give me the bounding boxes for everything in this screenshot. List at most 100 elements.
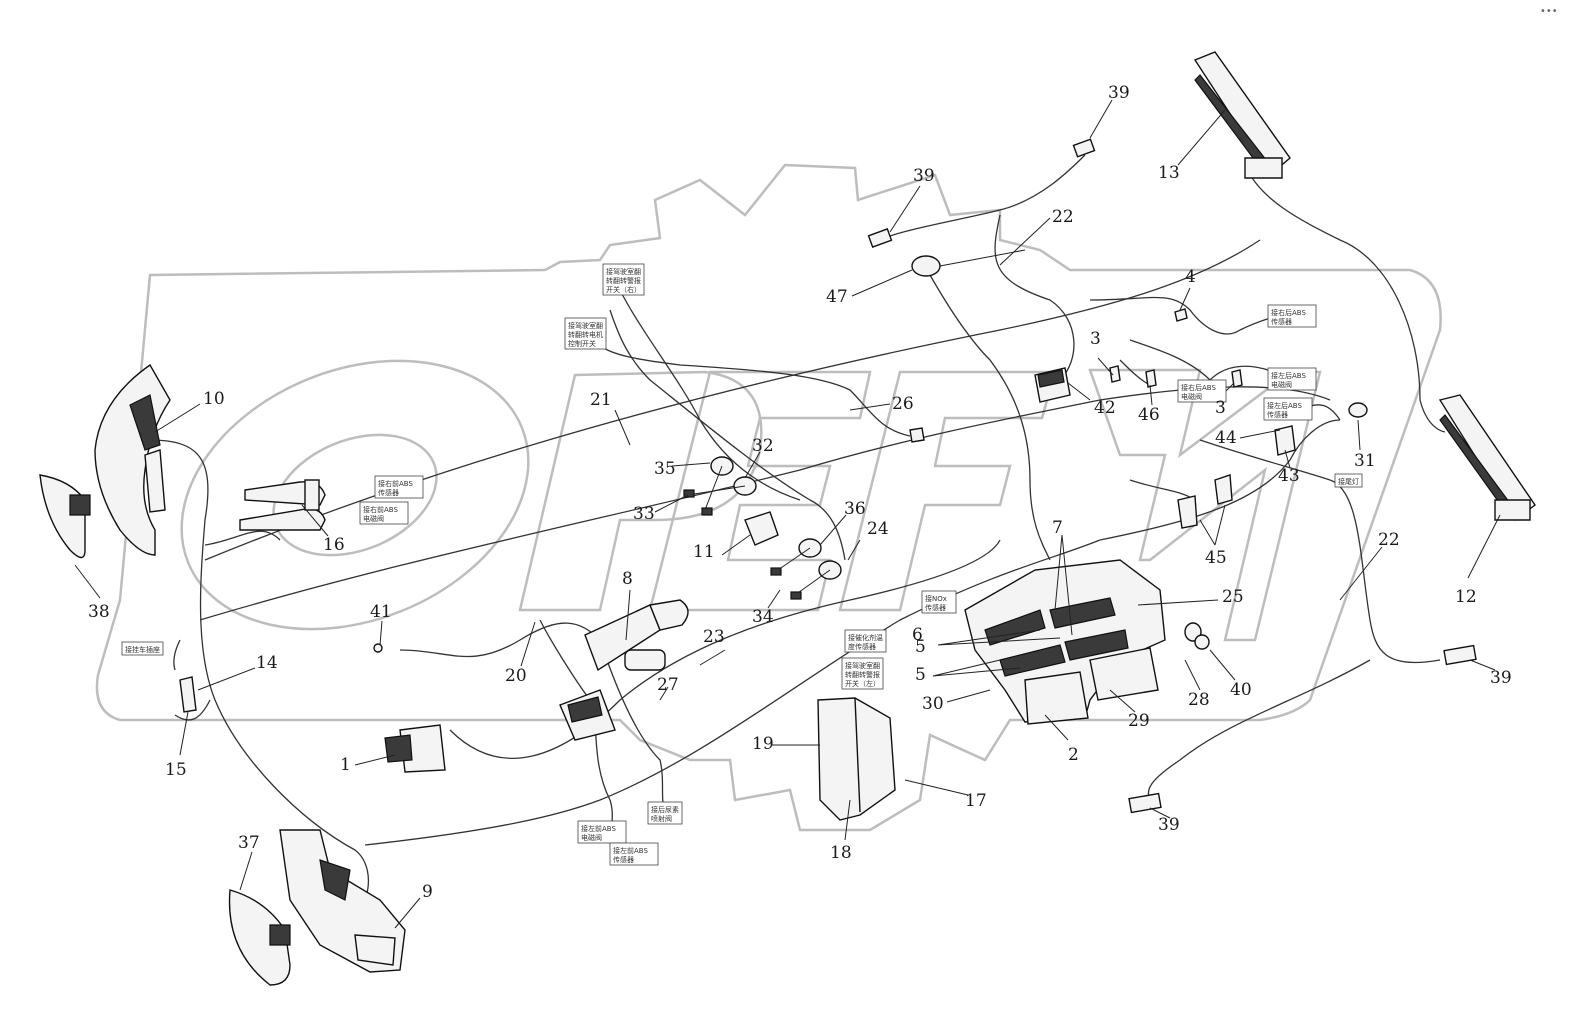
- part-label-1: 1: [340, 755, 351, 775]
- part-label-4: 4: [1185, 267, 1196, 287]
- connector-block: [1034, 367, 1071, 403]
- part-label-33: 33: [633, 504, 655, 524]
- text-tags: 接驾驶室翻转翻转警报开关（右）接驾驶室翻转翻转电机控制开关接右后ABS电磁阀接右…: [121, 263, 1363, 866]
- part-label-11: 11: [693, 542, 715, 562]
- air-dryer: [584, 599, 689, 672]
- tag-text: 接左前ABS: [613, 846, 648, 855]
- tag-text: 接尾灯: [1338, 477, 1359, 486]
- harness-wires: [149, 154, 1446, 901]
- part-label-16: 16: [323, 535, 345, 555]
- tag-text: 接驾驶室翻: [606, 267, 641, 276]
- tag-box: [647, 801, 683, 825]
- part-label-29: 29: [1128, 711, 1150, 731]
- part-label-5b: 5: [915, 637, 926, 657]
- part-label-27: 27: [657, 675, 679, 695]
- tag-text: 接NOx: [925, 594, 947, 603]
- tag-text: 转翻转警报: [606, 276, 641, 285]
- part-label-45: 45: [1205, 548, 1227, 568]
- tag-text: 传感器: [1267, 410, 1288, 419]
- part-label-25: 25: [1222, 587, 1244, 607]
- part-label-22a: 22: [1052, 207, 1074, 227]
- part-label-39c: 39: [1490, 668, 1512, 688]
- part-label-20: 20: [505, 666, 527, 686]
- tag-box: [609, 842, 659, 866]
- tag-text: 电磁阀: [363, 514, 384, 523]
- tag-text: 接右前ABS: [363, 505, 398, 514]
- part-label-36: 36: [844, 499, 866, 519]
- part-label-30: 30: [922, 694, 944, 714]
- part-label-37: 37: [238, 833, 260, 853]
- part-label-5a: 5: [915, 665, 926, 685]
- part-label-38: 38: [88, 602, 110, 622]
- tag-box: [1177, 379, 1227, 403]
- tag-box: [1267, 367, 1317, 391]
- part-label-44: 44: [1215, 428, 1237, 448]
- tag-box: [921, 590, 957, 614]
- tag-text: 传感器: [925, 603, 946, 612]
- part-label-19: 19: [752, 734, 774, 754]
- part-label-40: 40: [1230, 680, 1252, 700]
- tag-text: 电磁阀: [1181, 392, 1202, 401]
- tag-t16: 接挂车插座: [121, 641, 164, 656]
- control-module: [559, 689, 616, 741]
- part-label-43: 43: [1278, 466, 1300, 486]
- tag-box: [359, 501, 409, 525]
- part-label-47: 47: [826, 287, 848, 307]
- part-label-32: 32: [752, 436, 774, 456]
- tag-text: 转翻转警报: [845, 670, 880, 679]
- part-label-42: 42: [1094, 398, 1116, 418]
- part-label-26: 26: [892, 394, 914, 414]
- right-headlamp: [279, 829, 406, 973]
- battery-box: [964, 559, 1166, 725]
- tag-text: 电磁阀: [581, 833, 602, 842]
- corner-mark: •••: [1540, 6, 1558, 17]
- tag-text: 度传感器: [848, 642, 876, 651]
- valve-pair-lower: [770, 538, 842, 600]
- left-headlamp: [94, 363, 171, 556]
- part-label-6: 6: [912, 625, 923, 645]
- tag-box: [577, 820, 627, 844]
- part-label-35: 35: [654, 459, 676, 479]
- leader-lines: [74, 99, 1501, 929]
- part-label-41: 41: [370, 602, 392, 622]
- rear-lamp-right: [1438, 394, 1536, 522]
- air-horns: [239, 479, 326, 531]
- tag-text: 接左前ABS: [581, 824, 616, 833]
- tag-text: 接右前ABS: [378, 479, 413, 488]
- part-label-12: 12: [1455, 587, 1477, 607]
- tag-text: 接催化剂温: [848, 633, 883, 642]
- tag-box: [1263, 397, 1313, 421]
- part-label-13: 13: [1158, 163, 1180, 183]
- part-label-3b: 3: [1215, 398, 1226, 418]
- right-fog-lamp: [228, 889, 291, 986]
- tag-box: [602, 263, 645, 296]
- tag-box: [844, 629, 887, 653]
- part-label-7: 7: [1052, 518, 1063, 538]
- tag-box: [121, 641, 164, 656]
- part-label-15: 15: [165, 760, 187, 780]
- tag-text: 接挂车插座: [125, 645, 160, 654]
- part-label-39b: 39: [913, 166, 935, 186]
- tag-text: 接右后ABS: [1271, 308, 1306, 317]
- part-label-23: 23: [703, 627, 725, 647]
- level-sensor: [911, 249, 1026, 277]
- part-label-34: 34: [752, 607, 774, 627]
- part-label-31: 31: [1354, 451, 1376, 471]
- part-label-9: 9: [422, 882, 433, 902]
- tag-t15: 接尾灯: [1334, 473, 1363, 488]
- tag-box: [564, 317, 607, 350]
- part-label-2: 2: [1068, 745, 1079, 765]
